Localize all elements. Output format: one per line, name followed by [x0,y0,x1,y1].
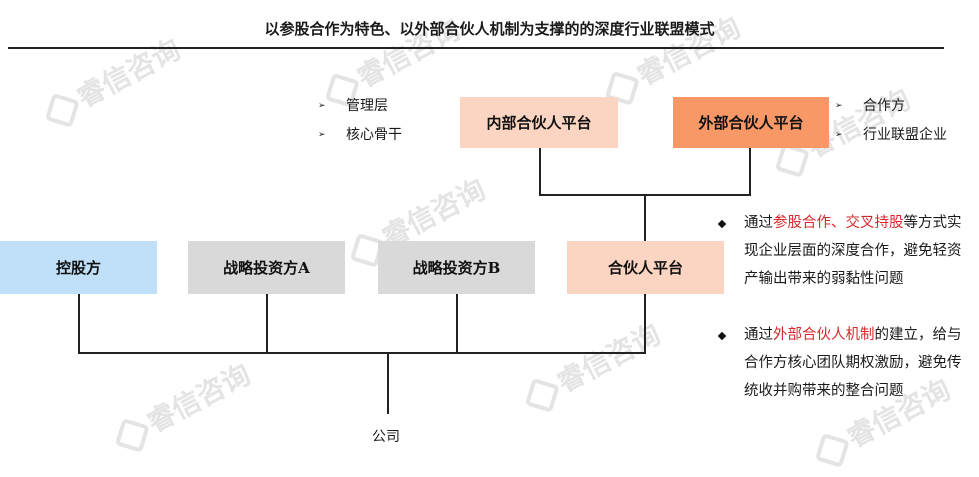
watermark: 睿信咨询 [39,28,187,132]
internal-partner-platform-box: 内部合伙人平台 [460,97,618,148]
external-partner-platform-box: 外部合伙人平台 [673,97,829,148]
internal-members-list: ➢管理层 ➢核心骨干 [318,92,402,150]
page-title: 以参股合作为特色、以外部合伙人机制为支撑的的深度行业联盟模式 [264,20,715,38]
diamond-bullet-icon [717,219,727,229]
arrow-right-icon: ➢ [835,101,843,111]
connector-line [78,352,646,354]
company-label: 公司 [372,429,400,445]
strategic-investor-a-box: 战略投资方A [188,241,345,294]
diamond-bullet-icon [717,331,727,341]
connector-line [749,147,751,195]
watermark-logo-icon [44,92,80,128]
connector-line [644,194,646,241]
connector-line [266,294,268,354]
watermark-logo-icon [774,142,810,178]
list-item: ➢行业联盟企业 [835,121,947,150]
highlight-text: 外部合伙人机制 [773,327,875,343]
bullet-paragraph: 通过参股合作、交叉持股等方式实现企业层面的深度合作，避免轻资产输出带来的弱黏性问… [716,209,968,293]
connector-line [456,294,458,354]
bullet-paragraph: 通过外部合伙人机制的建立，给与合作方核心团队期权激励，避免传统收并购带来的整合问… [716,321,968,405]
list-item: ➢管理层 [318,92,402,121]
controlling-shareholder-box: 控股方 [0,241,157,294]
connector-line [539,147,541,195]
arrow-right-icon: ➢ [835,130,843,140]
connector-line [78,294,80,354]
list-item: ➢合作方 [835,92,947,121]
arrow-right-icon: ➢ [318,101,326,111]
watermark: 睿信咨询 [109,353,257,457]
watermark-logo-icon [114,417,150,453]
description-bullets: 通过参股合作、交叉持股等方式实现企业层面的深度合作，避免轻资产输出带来的弱黏性问… [716,209,968,405]
title-divider [8,47,944,49]
arrow-right-icon: ➢ [318,130,326,140]
watermark-logo-icon [814,432,850,468]
connector-line [644,294,646,354]
watermark-logo-icon [524,377,560,413]
external-members-list: ➢合作方 ➢行业联盟企业 [835,92,947,150]
partner-platform-box: 合伙人平台 [567,241,724,294]
strategic-investor-b-box: 战略投资方B [378,241,535,294]
highlight-text: 参股合作、交叉持股 [773,215,904,231]
list-item: ➢核心骨干 [318,121,402,150]
connector-line [387,352,389,414]
